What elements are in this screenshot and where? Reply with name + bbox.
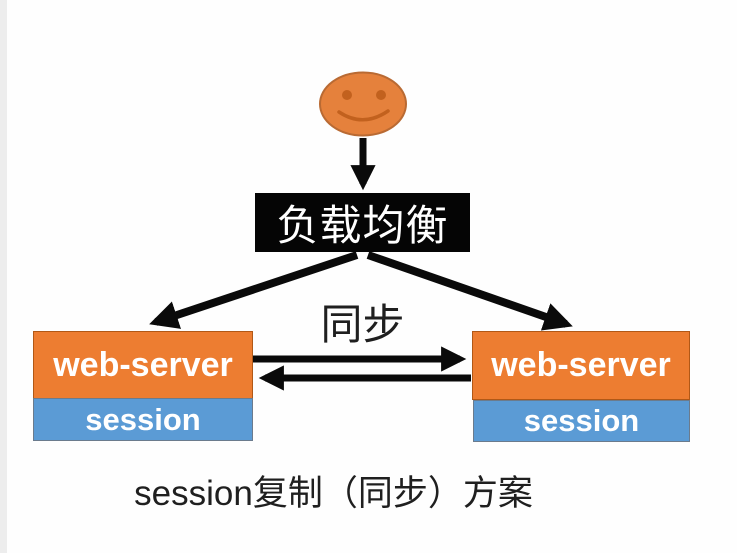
user-smiley-face-icon bbox=[319, 71, 407, 137]
session-label-left: session bbox=[85, 401, 201, 437]
web-server-box-right: web-server bbox=[472, 331, 690, 400]
load-balancer-label: 负载均衡 bbox=[276, 202, 449, 249]
load-balancer-box: 负载均衡 bbox=[255, 193, 470, 252]
sync-label: 同步 bbox=[320, 300, 405, 348]
diagram-caption: session复制（同步）方案 bbox=[134, 473, 533, 513]
web-server-box-left: web-server bbox=[33, 331, 253, 399]
web-server-label-left: web-server bbox=[53, 345, 233, 384]
web-server-label-right: web-server bbox=[491, 346, 671, 384]
page-edge-strip bbox=[0, 0, 7, 553]
session-box-left: session bbox=[33, 398, 253, 441]
session-label-right: session bbox=[523, 403, 640, 438]
session-box-right: session bbox=[473, 400, 690, 442]
